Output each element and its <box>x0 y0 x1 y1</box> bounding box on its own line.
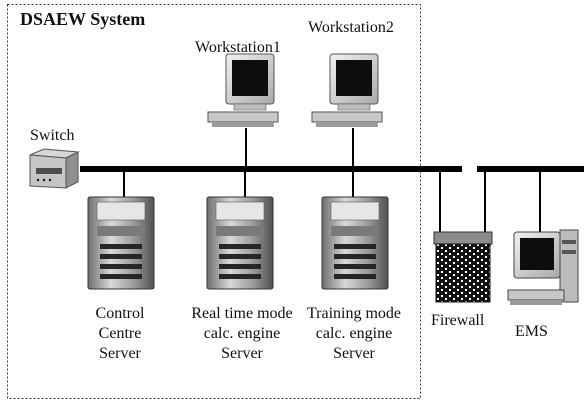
system-title: DSAEW System <box>20 9 146 29</box>
training-engine-server-label-line3: Server <box>333 345 375 362</box>
training-engine-server-label-line1: Training mode <box>306 305 402 322</box>
workstation1-computer-icon <box>207 53 279 127</box>
ems-computer-icon <box>507 229 579 305</box>
control-centre-server-icon <box>87 196 155 290</box>
training-engine-server-icon <box>321 196 389 290</box>
workstation2-label: Workstation2 <box>308 19 394 36</box>
control-centre-server-label: Control Centre Server <box>70 304 170 364</box>
ems-label: EMS <box>515 323 548 340</box>
realtime-engine-server-icon <box>206 196 274 290</box>
training-engine-server-label-line2: calc. engine <box>315 325 393 342</box>
control-centre-server-label-line3: Server <box>99 345 141 362</box>
control-centre-server-label-line2: Centre <box>98 325 142 342</box>
switch-icon <box>29 148 80 189</box>
firewall-icon <box>433 231 493 303</box>
network-connectors <box>123 128 541 232</box>
dsaew-system-boundary <box>7 4 421 399</box>
workstation1-label: Workstation1 <box>195 39 281 56</box>
switch-label: Switch <box>30 127 75 144</box>
firewall-label: Firewall <box>431 312 485 329</box>
workstation2-computer-icon <box>311 53 383 127</box>
realtime-engine-server-label-line3: Server <box>221 345 263 362</box>
control-centre-server-label-line1: Control <box>95 305 145 322</box>
training-engine-server-label: Training mode calc. engine Server <box>298 304 410 364</box>
realtime-engine-server-label-line1: Real time mode <box>191 305 293 322</box>
realtime-engine-server-label-line2: calc. engine <box>203 325 281 342</box>
realtime-engine-server-label: Real time mode calc. engine Server <box>186 304 298 364</box>
